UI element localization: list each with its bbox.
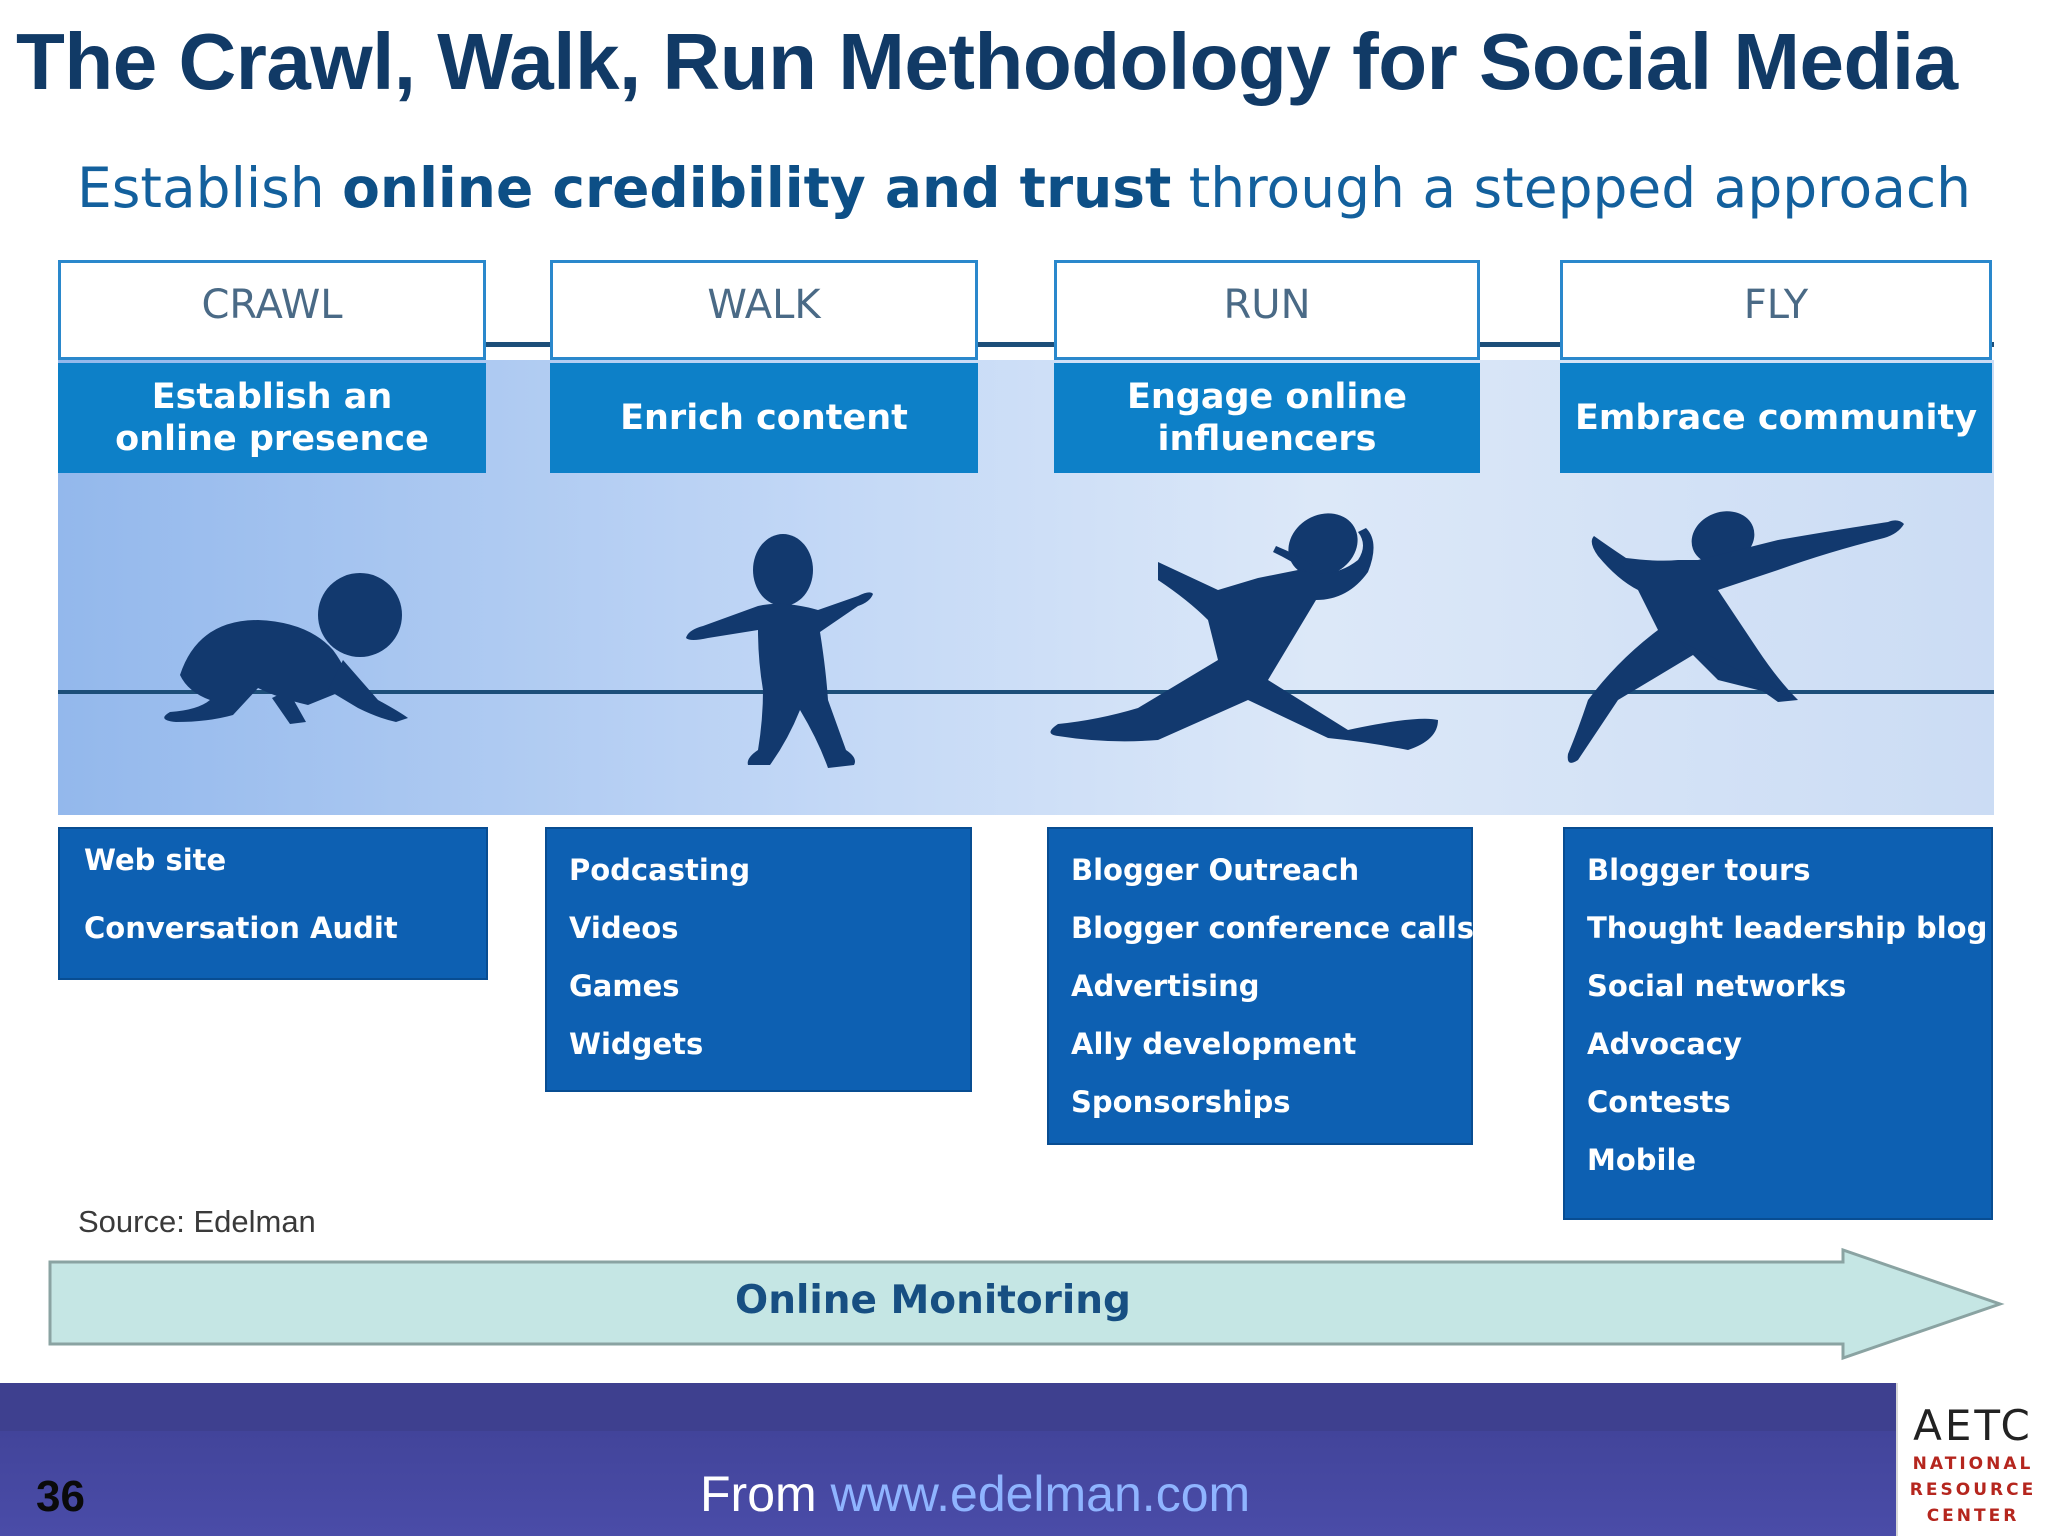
list-item: Advocacy	[1587, 1027, 1742, 1061]
list-item: Blogger Outreach	[1071, 853, 1360, 887]
list-crawl: Web site Conversation Audit	[58, 827, 488, 980]
source-note: Source: Edelman	[78, 1204, 316, 1239]
list-item: Widgets	[569, 1027, 704, 1061]
online-monitoring-label: Online Monitoring	[735, 1278, 1131, 1323]
stage-name: RUN	[1223, 282, 1311, 328]
list-fly: Blogger tours Thought leadership blog So…	[1563, 827, 1993, 1220]
subtitle-bold: online credibility and trust	[342, 156, 1172, 220]
stage-desc-line: Embrace community	[1574, 398, 1978, 438]
silhouettes	[164, 511, 1904, 768]
list-item: Contests	[1587, 1085, 1731, 1119]
list-item: Thought leadership blog	[1587, 911, 1988, 945]
aetc-logo: AETC NATIONAL RESOURCE CENTER	[1896, 1383, 2048, 1536]
stage-header-walk: WALK	[550, 260, 978, 360]
ground-line	[58, 690, 1994, 694]
running-person-icon	[1050, 513, 1438, 750]
walking-child-icon	[686, 534, 873, 768]
attribution-prefix: From	[700, 1466, 831, 1522]
logo-line: NATIONAL	[1912, 1454, 2034, 1474]
list-item: Ally development	[1071, 1027, 1357, 1061]
stage-name: FLY	[1743, 282, 1809, 328]
slide-subtitle: Establish online credibility and trust t…	[0, 152, 2048, 224]
list-item: Web site	[84, 843, 227, 877]
stage-name: CRAWL	[201, 282, 343, 328]
stage-desc-line: influencers	[1157, 419, 1377, 459]
list-item: Advertising	[1071, 969, 1260, 1003]
stage-desc-fly: Embrace community	[1560, 363, 1992, 473]
top-divider-line	[58, 342, 1994, 347]
logo-line: RESOURCE	[1909, 1480, 2037, 1500]
subtitle-pre: Establish	[76, 156, 343, 220]
stage-desc-line: Establish an	[151, 377, 393, 417]
stage-header-run: RUN	[1054, 260, 1480, 360]
list-walk: Podcasting Videos Games Widgets	[545, 827, 972, 1092]
list-item: Social networks	[1587, 969, 1847, 1003]
logo-line: CENTER	[1926, 1506, 2020, 1526]
page-number: 36	[36, 1472, 85, 1521]
stage-name: WALK	[707, 282, 821, 328]
slide-title: The Crawl, Walk, Run Methodology for Soc…	[16, 17, 1958, 106]
stage-desc-line: online presence	[115, 419, 429, 459]
list-item: Games	[569, 969, 680, 1003]
crawling-baby-icon	[164, 573, 408, 724]
attribution: From www.edelman.com	[700, 1464, 1250, 1524]
subtitle-post: through a stepped approach	[1171, 156, 1972, 220]
logo-main: AETC	[1913, 1401, 2033, 1450]
list-item: Blogger conference calls	[1071, 911, 1475, 945]
stage-header-crawl: CRAWL	[58, 260, 486, 360]
footer-bar	[0, 1383, 1896, 1536]
stage-desc-walk: Enrich content	[550, 363, 978, 473]
attribution-link[interactable]: www.edelman.com	[830, 1466, 1251, 1522]
stage-desc-line: Enrich content	[620, 398, 908, 438]
list-item: Mobile	[1587, 1143, 1697, 1177]
leaping-person-icon	[1567, 511, 1904, 763]
list-item: Conversation Audit	[84, 911, 398, 945]
list-run: Blogger Outreach Blogger conference call…	[1047, 827, 1475, 1145]
stage-header-fly: FLY	[1560, 260, 1992, 360]
online-monitoring-arrow	[48, 1247, 2005, 1361]
list-item: Podcasting	[569, 853, 751, 887]
stage-desc-line: Engage online	[1126, 377, 1408, 417]
list-item: Sponsorships	[1071, 1085, 1291, 1119]
list-item: Blogger tours	[1587, 853, 1811, 887]
list-item: Videos	[569, 911, 679, 945]
